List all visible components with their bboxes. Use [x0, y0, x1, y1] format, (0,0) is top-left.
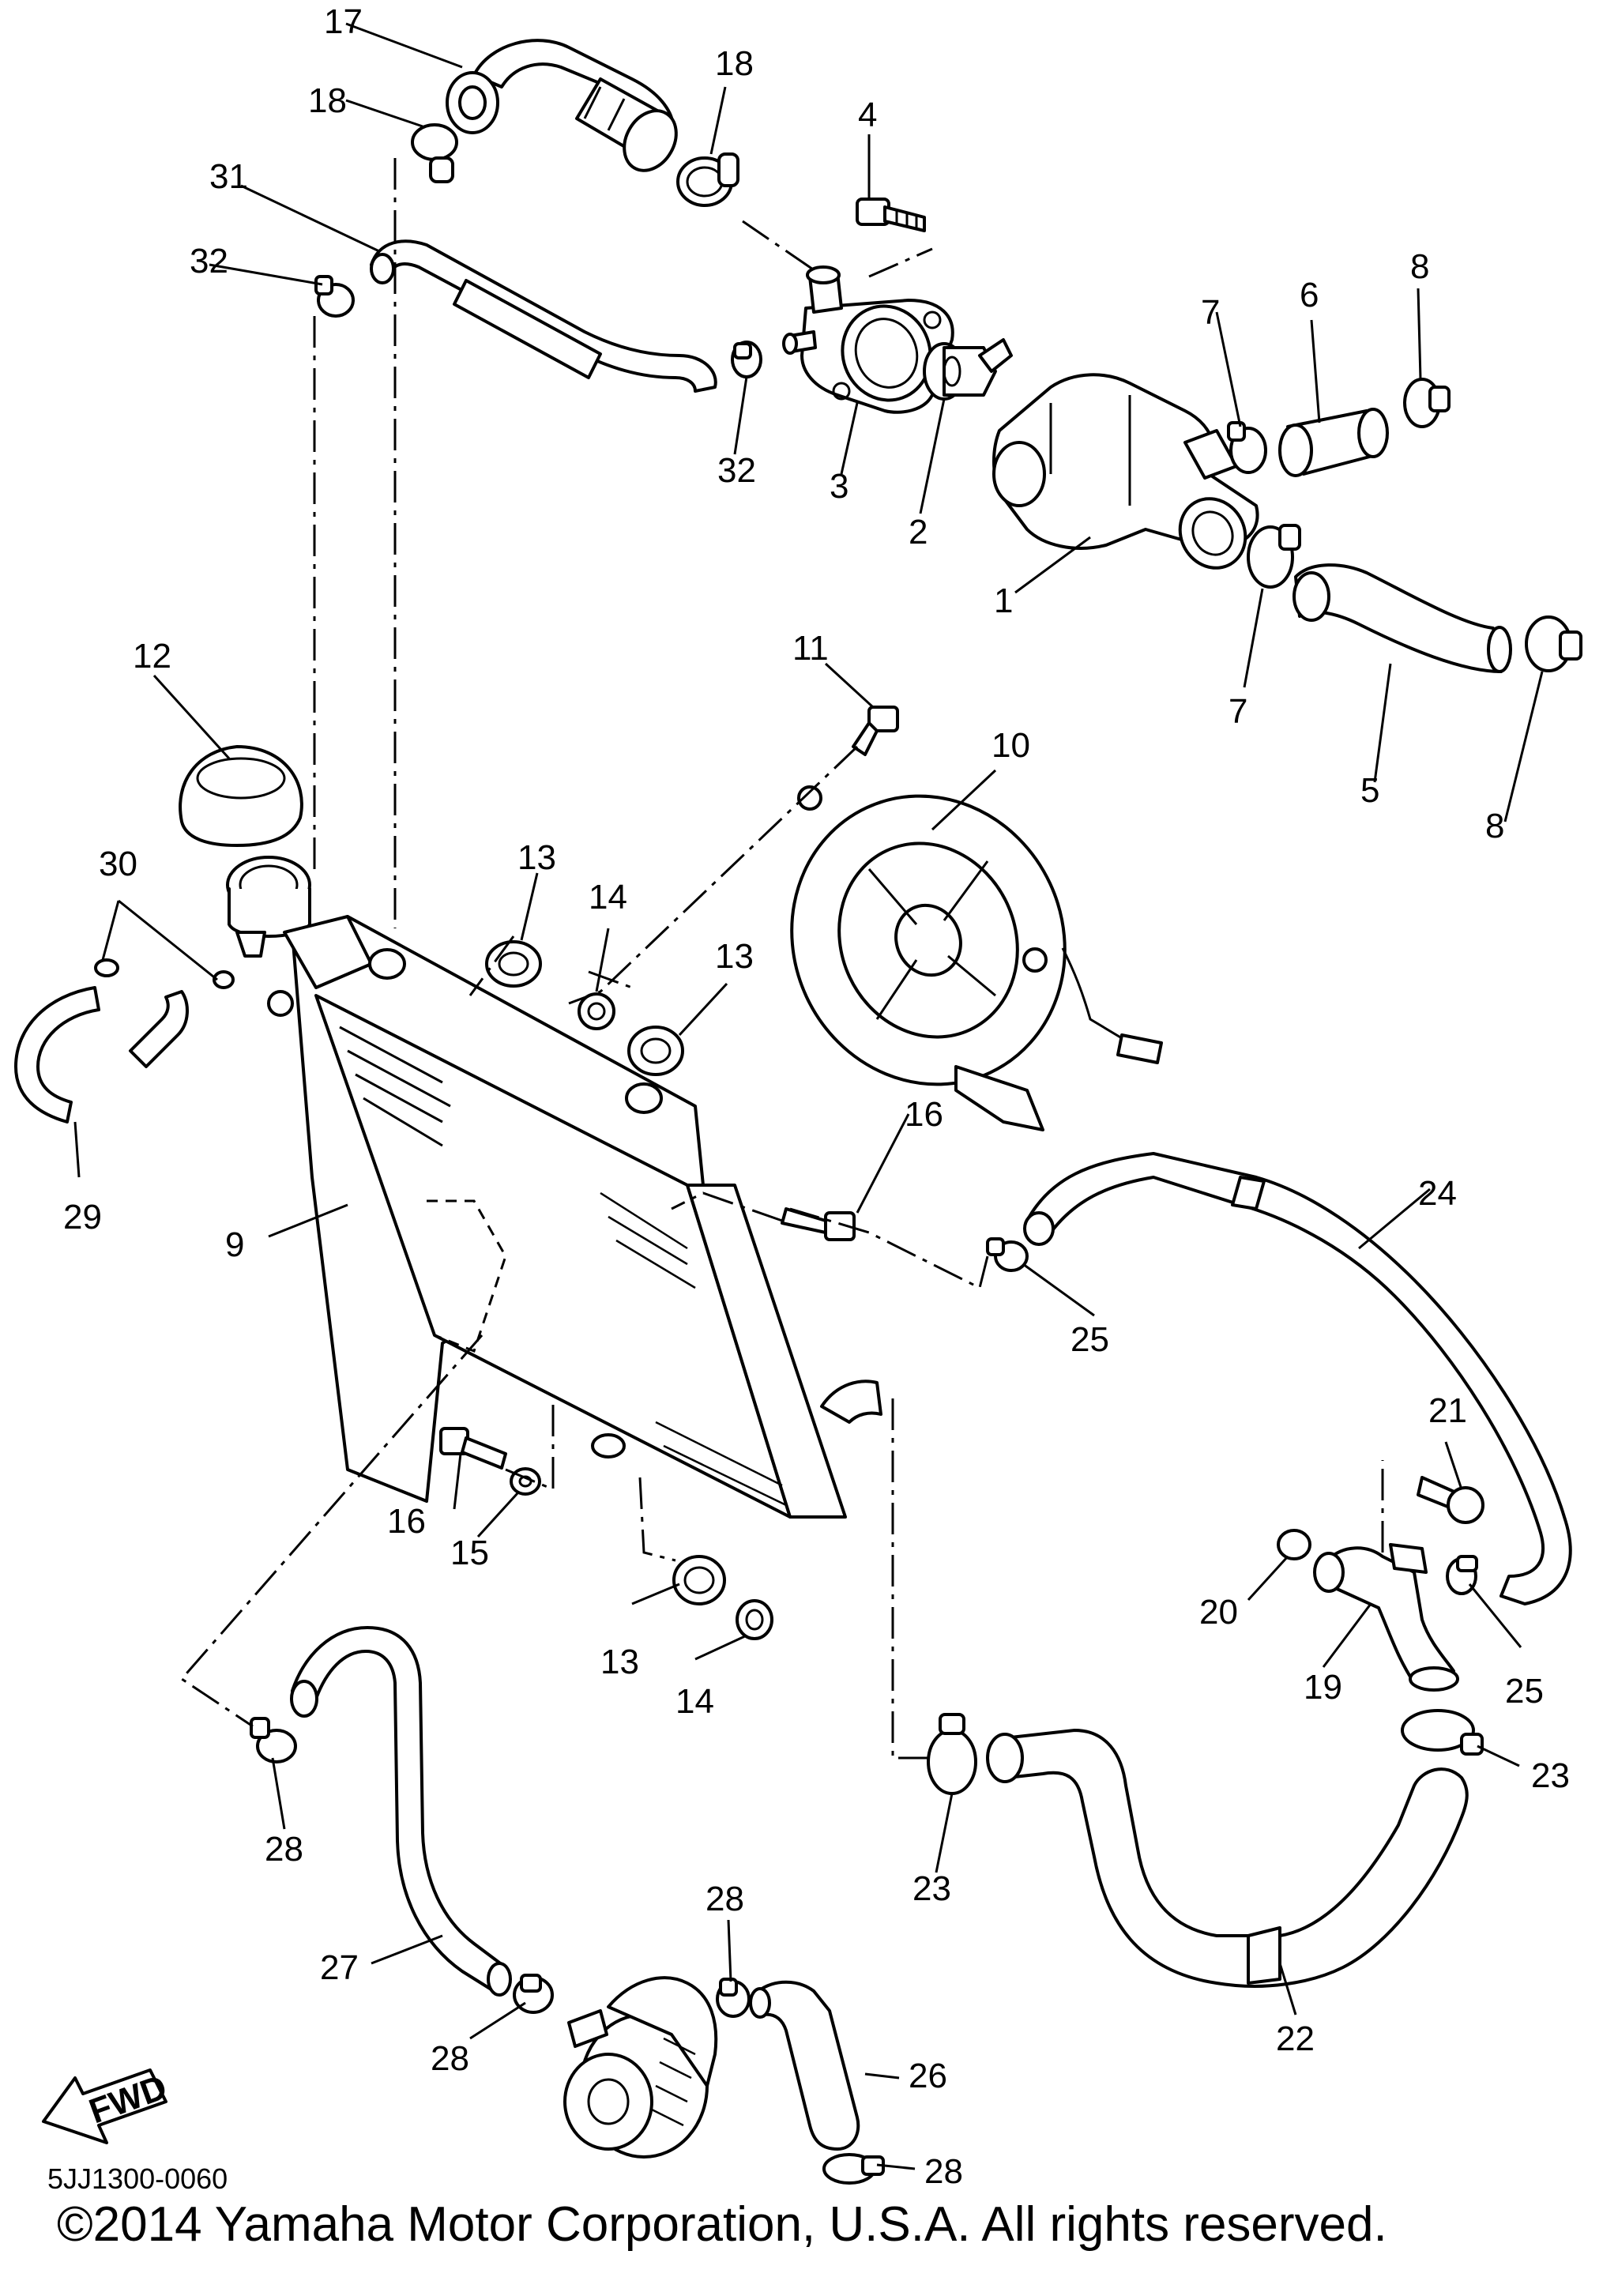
- callout-1: 1: [994, 582, 1013, 620]
- part-8-clamp-a: [1403, 378, 1451, 428]
- radiator-filler-neck: [226, 856, 311, 958]
- part-14-collar-b: [736, 1599, 773, 1640]
- callout-8b: 8: [1485, 807, 1504, 845]
- part-13-grommet-c: [672, 1555, 726, 1605]
- part-25-clamp-a: [986, 1237, 1029, 1272]
- alignment-lines: [179, 158, 1384, 1760]
- part-7-clamp-a: [1227, 421, 1267, 474]
- part-13-grommet-b: [627, 1026, 684, 1076]
- callout-28a: 28: [265, 1830, 303, 1869]
- part-14-collar-a: [578, 992, 615, 1030]
- callout-32a: 32: [190, 242, 228, 280]
- callout-25b: 25: [1505, 1672, 1544, 1711]
- callout-31: 31: [209, 157, 248, 196]
- part-31-breather-hose: [370, 239, 717, 393]
- part-32-clamp-a: [314, 275, 355, 318]
- callout-5: 5: [1360, 771, 1379, 810]
- part-3-thermostat-cover: [782, 265, 954, 414]
- callout-4: 4: [858, 96, 877, 134]
- callout-18b: 18: [715, 44, 754, 83]
- callout-27: 27: [320, 1948, 359, 1987]
- callout-28d: 28: [924, 2152, 963, 2191]
- callout-24: 24: [1418, 1174, 1457, 1213]
- drawing-code: 5JJ1300-0060: [47, 2162, 228, 2195]
- part-30-o-rings: [94, 958, 235, 989]
- part-11-bolt: [852, 706, 899, 756]
- callout-32b: 32: [717, 451, 756, 490]
- part-13-grommet-a: [485, 940, 542, 988]
- callout-13b: 13: [715, 937, 754, 976]
- callout-23a: 23: [1531, 1756, 1570, 1795]
- callout-21: 21: [1428, 1391, 1467, 1430]
- part-28-clamp-c: [716, 1978, 751, 2018]
- callout-26: 26: [909, 2057, 947, 2095]
- part-10-fan-assembly: [790, 785, 1163, 1131]
- callout-25a: 25: [1071, 1320, 1109, 1359]
- part-18-clamp-b: [676, 152, 739, 207]
- callout-17: 17: [324, 2, 363, 41]
- callout-6: 6: [1300, 276, 1319, 314]
- callout-7a: 7: [1201, 293, 1220, 332]
- part-19-pipe: [1313, 1543, 1459, 1692]
- callout-14b: 14: [675, 1682, 714, 1721]
- callout-3: 3: [830, 467, 849, 506]
- part-28-clamp-d: [822, 2153, 885, 2185]
- callout-29: 29: [63, 1198, 102, 1236]
- callout-9: 9: [225, 1225, 244, 1264]
- part-4-bolt: [856, 198, 926, 232]
- part-28-clamp-a: [250, 1717, 297, 1763]
- fwd-arrow: FWD: [42, 2068, 171, 2144]
- callout-labels: 17 18 18 4 31 32 32 3 2 1 7 6 8 7 5 8 11…: [63, 2, 1570, 2191]
- copyright-notice: ©2014 Yamaha Motor Corporation, U.S.A. A…: [57, 2197, 1387, 2252]
- callout-16b: 16: [387, 1502, 426, 1541]
- callout-20: 20: [1199, 1593, 1238, 1632]
- callout-28c: 28: [431, 2039, 469, 2078]
- part-16-bolt-b: [439, 1427, 507, 1470]
- callout-16a: 16: [905, 1095, 943, 1134]
- part-9-radiator: [267, 915, 882, 1519]
- part-20-o-ring: [1277, 1529, 1311, 1560]
- part-27-hose: [290, 1626, 512, 1997]
- part-8-clamp-b: [1525, 615, 1582, 672]
- part-1-thermostat-housing: [992, 373, 1259, 570]
- part-24-long-hose: [1023, 1152, 1572, 1605]
- callout-11: 11: [792, 629, 829, 668]
- water-pump: [563, 1976, 718, 2159]
- part-2-thermostat: [923, 338, 1013, 401]
- part-29-overflow-hose: [14, 986, 189, 1124]
- callout-7b: 7: [1229, 692, 1247, 731]
- callout-22: 22: [1276, 2019, 1315, 2058]
- part-5-hose: [1293, 563, 1512, 673]
- part-21-bolt: [1417, 1476, 1484, 1524]
- callout-12: 12: [133, 637, 171, 676]
- callout-28b: 28: [706, 1880, 744, 1918]
- callout-15: 15: [450, 1534, 489, 1572]
- callout-23b: 23: [912, 1869, 951, 1908]
- part-7-clamp-b: [1247, 524, 1301, 589]
- callout-30: 30: [99, 845, 137, 883]
- callout-2: 2: [909, 513, 928, 551]
- callout-8a: 8: [1410, 247, 1429, 286]
- callout-18a: 18: [308, 81, 347, 120]
- part-26-hose: [749, 1980, 860, 2151]
- part-23-clamp-b: [927, 1713, 977, 1795]
- part-22-lower-hose: [986, 1729, 1469, 1988]
- part-17-upper-hose: [446, 39, 678, 172]
- leader-lines: [73, 22, 1544, 2170]
- callout-13a: 13: [517, 838, 556, 877]
- part-32-clamp-b: [731, 341, 762, 378]
- callout-19: 19: [1304, 1668, 1342, 1707]
- part-28-clamp-b: [513, 1974, 554, 2014]
- callout-13c: 13: [600, 1643, 639, 1681]
- part-23-clamp-a: [1401, 1709, 1484, 1756]
- part-6-short-hose: [1278, 408, 1389, 477]
- callout-14a: 14: [589, 878, 627, 917]
- part-18-clamp-a: [411, 123, 458, 183]
- part-12-radiator-cap: [179, 745, 303, 847]
- callout-10: 10: [991, 726, 1030, 765]
